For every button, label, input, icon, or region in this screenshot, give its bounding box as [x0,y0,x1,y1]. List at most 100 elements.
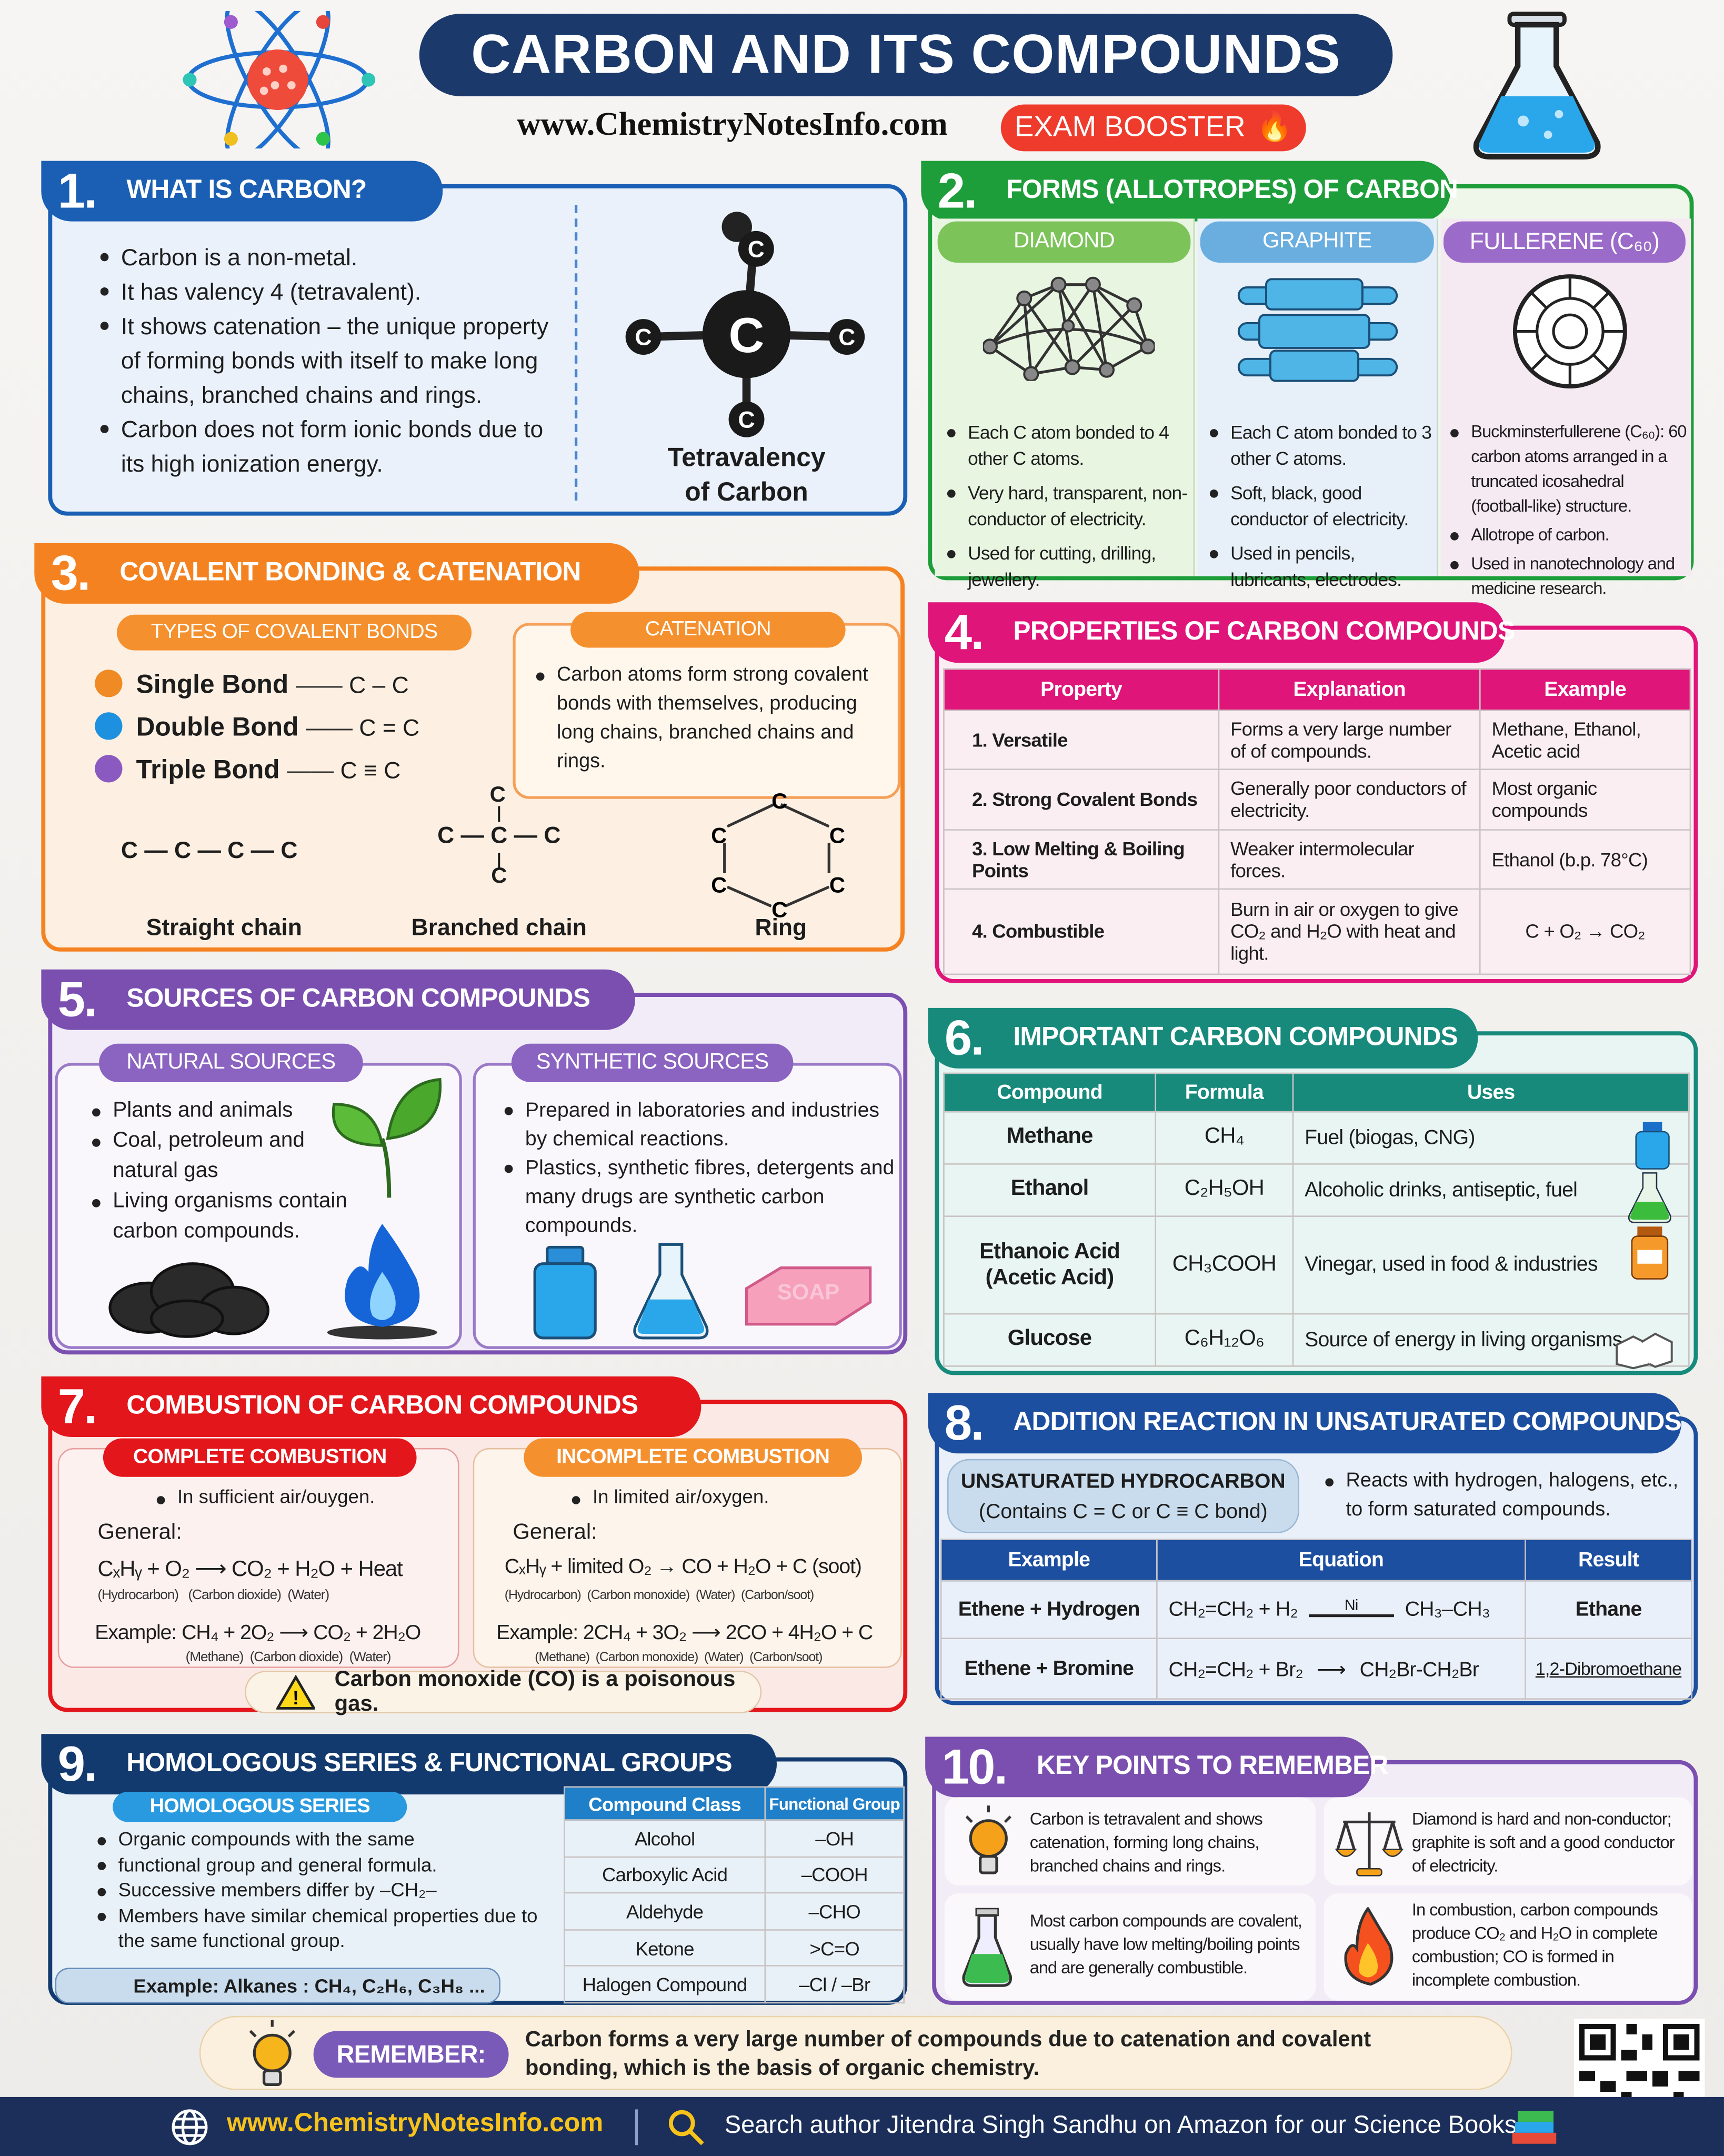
sugar-cubes-icon [1616,1332,1673,1370]
list-item: Used for cutting, drilling, jewellery. [943,541,1190,593]
equation-cell: CH₂=CH₂ + Br₂⟶CH₂Br-CH₂Br [1156,1638,1526,1700]
balance-scale-icon [1335,1812,1404,1876]
divider [635,2109,638,2145]
explanation-cell: Weaker intermolecular forces. [1218,829,1481,890]
list-item: Prepared in laboratories and industries … [500,1096,899,1154]
class-cell: Alcohol [564,1819,766,1858]
diamond-facts: Each C atom bonded to 4 other C atoms. Ve… [943,420,1190,593]
example-cell: C + O₂ → CO₂ [1479,888,1691,975]
section-number: 10. [941,1738,1008,1795]
group-cell: >C=O [764,1929,905,1967]
section-number: 2. [937,162,978,219]
subsection-title: CATENATION [570,612,846,648]
section-title: WHAT IS CARBON? [126,176,367,205]
formula-cell: CH₄ [1155,1111,1294,1165]
section-header: 10.KEY POINTS TO REMEMBER [925,1736,1388,1798]
arrow-icon: ⟶ [1317,1658,1346,1681]
atom-label: C [635,325,652,351]
atom-icon [183,11,376,149]
section-title: COMBUSTION OF CARBON COMPOUNDS [126,1391,638,1421]
globe-icon [172,2109,208,2145]
atom-label: C [711,823,727,847]
list-item: Each C atom bonded to 4 other C atoms. [943,420,1190,472]
property-cell: 4. Combustible [943,888,1220,975]
section-header: 5.SOURCES OF CARBON COMPOUNDS [41,969,635,1030]
section-number: 1. [57,162,98,219]
key-point-text: Most carbon compounds are covalent, usua… [1029,1911,1302,1978]
general-equation: CₓHᵧ + limited O₂ → CO + H₂O + C (soot) [504,1555,862,1579]
column-header: Uses [1292,1072,1690,1113]
uses-cell: Source of energy in living organisms [1305,1328,1622,1352]
atom-label: C [748,237,765,263]
jar-icon [1631,1226,1669,1280]
section-header: 2.FORMS (ALLOTROPES) OF CARBON [921,161,1458,222]
footer-bar: www.ChemistryNotesInfo.com Search author… [0,2097,1724,2156]
warning-note: ! Carbon monoxide (CO) is a poisonous ga… [245,1668,762,1715]
light-bulb-icon [965,1805,1011,1874]
bond-formula: C = C [359,715,420,742]
bond-name: Double Bond [136,713,299,743]
class-cell: Halogen Compound [564,1965,766,2004]
compound-cell: Ethanol [943,1163,1157,1217]
formula-cell: C₂H₅OH [1155,1163,1294,1217]
reactants: CH₂=CH₂ + H₂ [1168,1598,1298,1622]
example-cell: Ethanol (b.p. 78°C) [1479,829,1691,890]
column-header: Functional Group [764,1786,905,1821]
soap-label: SOAP [777,1280,839,1304]
atom-label: C [729,307,765,363]
bond-name: Triple Bond [136,756,280,785]
list-item: Very hard, transparent, non-conductor of… [943,480,1190,532]
section-title: PROPERTIES OF CARBON COMPOUNDS [1013,617,1515,646]
list-item: Allotrope of carbon. [1446,523,1688,547]
remember-text: Carbon forms a very large number of comp… [525,2028,1371,2081]
fire-icon [1344,1907,1394,1986]
example-equation: Example: CH₄ + 2O₂ ⟶ CO₂ + 2H₂O [95,1621,421,1645]
catenation-panel [513,623,901,799]
product: CH₂Br-CH₂Br [1359,1658,1479,1681]
formula-cell: CH₃COOH [1155,1215,1294,1315]
condition: In sufficient air/ouygen. [153,1485,375,1507]
uses-cell: Alcoholic drinks, antiseptic, fuel [1305,1178,1578,1202]
section-title: COVALENT BONDING & CATENATION [119,558,581,587]
footer-website-link[interactable]: www.ChemistryNotesInfo.com [227,2109,604,2139]
subsection-title: COMPLETE COMBUSTION [103,1438,417,1477]
table-row: Halogen Compound–Cl / –Br [564,1965,905,2004]
list-item: Living organisms contain carbon compound… [88,1187,363,1247]
explanation-cell: Forms a very large number of of compound… [1218,709,1481,771]
fullerene-ball-icon [1512,274,1627,389]
bond-name: Single Bond [136,671,289,700]
section-covalent-bonding: 3.COVALENT BONDING & CATENATION TYPES OF… [34,543,905,952]
property-cell: 2. Strong Covalent Bonds [943,769,1220,830]
straight-chain-formula: C — C — C — C [121,837,298,864]
result-cell: 1,2-Dibromoethane [1525,1638,1692,1700]
list-item: Carbon atoms form strong covalent bonds … [532,662,892,777]
equation-labels: (Hydrocarbon) (Carbon dioxide) (Water) [97,1588,329,1604]
atom-label: C [738,407,755,433]
website-link[interactable]: www.ChemistryNotesInfo.com [517,107,948,143]
column-header: Example [940,1539,1158,1582]
explanation-cell: Burn in air or oxygen to give CO₂ and H₂… [1218,888,1481,975]
coal-icon [108,1262,270,1338]
catenation-text: Carbon atoms form strong covalent bonds … [532,662,892,777]
subsection-title: TYPES OF COVALENT BONDS [117,614,472,651]
soap-icon: SOAP [745,1266,872,1326]
column-header: DIAMOND [937,221,1191,263]
example-labels: (Methane) (Carbon dioxide) (Water) [185,1650,392,1665]
allotrope-fullerene: FULLERENE (C₆₀) Buckminsterfullerene (C₆… [1440,218,1691,598]
bond-type-triple: Triple Bond —— C ≡ C [95,750,419,792]
formula-cell: C₆H₁₂O₆ [1155,1313,1294,1367]
list-item: Successive members differ by –CH₂– [94,1877,561,1902]
property-cell: 3. Low Melting & Boiling Points [943,829,1220,890]
group-cell: –CHO [764,1892,905,1931]
property-cell: 1. Versatile [943,709,1220,771]
section-header: 9.HOMOLOGOUS SERIES & FUNCTIONAL GROUPS [41,1734,777,1795]
reaction-note: Reacts with hydrogen, halogens, etc., to… [1321,1467,1692,1525]
